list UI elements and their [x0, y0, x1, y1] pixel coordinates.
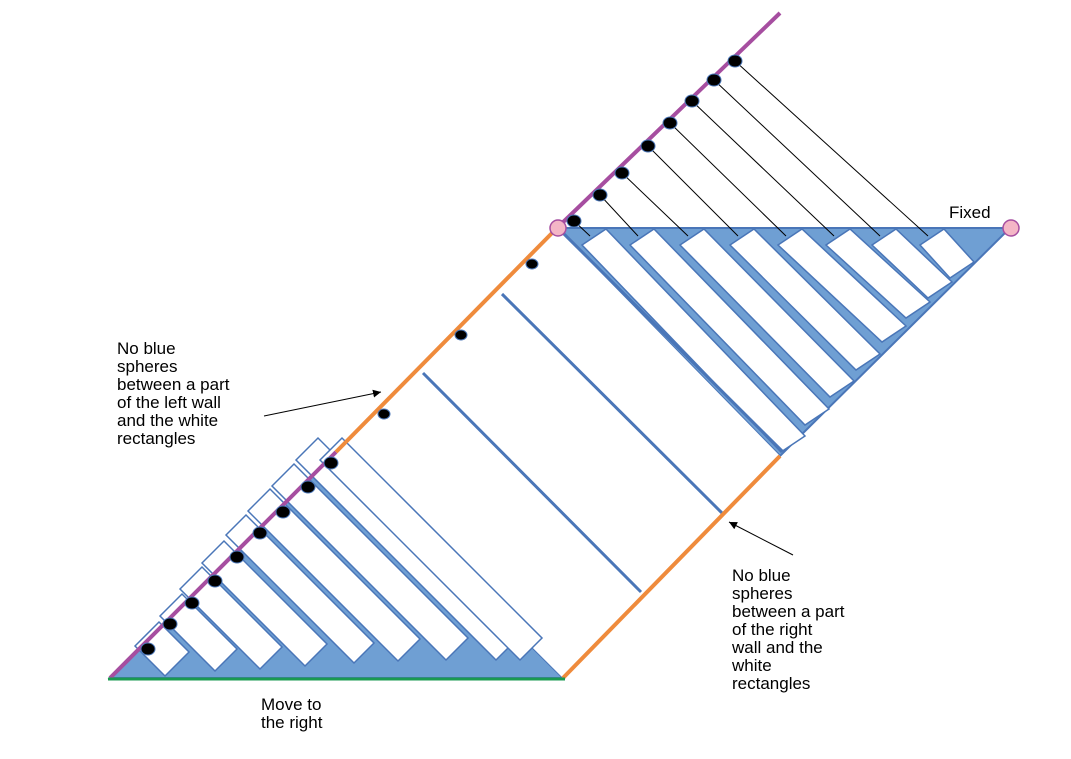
fixed-marker-icon	[549, 219, 567, 237]
left-note-line: No blue	[117, 339, 176, 358]
sphere	[323, 456, 339, 470]
white-rectangle	[178, 565, 284, 671]
right-note-line: between a part	[732, 602, 845, 621]
right-note-line: No blue	[732, 566, 791, 585]
spheres	[140, 54, 743, 656]
white-rectangle	[200, 539, 329, 668]
connector-line	[621, 172, 689, 237]
left-note-line: and the white	[117, 411, 218, 430]
left-note-line: between a part	[117, 375, 230, 394]
orange-left-wall	[334, 226, 559, 454]
left-note-arrow	[263, 389, 382, 417]
connector-line	[691, 100, 835, 237]
sphere-connector-lines	[573, 60, 929, 237]
white-rectangle	[158, 592, 239, 673]
white-rectangle	[318, 436, 544, 662]
white-rectangle	[824, 228, 932, 319]
white-rectangle	[678, 228, 856, 398]
left-note-line: spheres	[117, 357, 177, 376]
white-rectangle	[918, 228, 976, 279]
sphere	[684, 94, 700, 108]
sphere	[252, 526, 268, 540]
sphere	[706, 73, 722, 87]
sphere	[614, 166, 630, 180]
sphere	[229, 550, 245, 564]
sphere	[566, 214, 582, 228]
fixed-markers	[549, 219, 1020, 237]
left-note-line: rectangles	[117, 429, 195, 448]
connector-line	[599, 194, 639, 237]
connector-line	[734, 60, 929, 237]
sphere	[184, 596, 200, 610]
white-rectangle	[628, 228, 831, 426]
connector-line	[647, 145, 739, 237]
white-rectangle	[270, 462, 470, 662]
orange-right-wall	[561, 454, 782, 680]
move-right-label-line1: Move to	[261, 695, 321, 714]
sphere	[162, 617, 178, 631]
white-rectangle	[224, 513, 376, 665]
move-right-label-line2: the right	[261, 713, 323, 732]
left-white-rectangles	[133, 436, 544, 678]
white-rectangle	[728, 228, 882, 371]
left-note-line: of the left wall	[117, 393, 221, 412]
sphere	[640, 139, 656, 153]
connector-line	[669, 122, 787, 237]
right-note-line: rectangles	[732, 674, 810, 693]
sphere	[377, 408, 391, 420]
fixed-label: Fixed	[949, 203, 991, 222]
white-rectangle	[246, 487, 422, 663]
fixed-marker-icon	[1002, 219, 1020, 237]
right-note-line: spheres	[732, 584, 792, 603]
sphere	[454, 329, 468, 341]
sphere	[592, 188, 608, 202]
diagonal-line	[421, 371, 643, 594]
right-note-line: wall and the	[731, 638, 823, 657]
sphere	[300, 480, 316, 494]
sphere	[207, 574, 223, 588]
right-white-rectangles	[580, 228, 976, 453]
connector-line	[713, 79, 881, 237]
purple-left-wall-lower	[108, 450, 338, 680]
sphere	[525, 258, 539, 270]
sphere	[727, 54, 743, 68]
right-note-line: of the right	[732, 620, 813, 639]
diagonal-line	[561, 231, 784, 453]
middle-diagonal-lines	[421, 231, 784, 594]
left-note: No blue spheres between a part of the le…	[117, 339, 230, 448]
right-note: No blue spheres between a part of the ri…	[731, 566, 845, 693]
right-note-line: white	[731, 656, 772, 675]
white-rectangle	[776, 228, 908, 343]
diagonal-line	[500, 292, 724, 515]
white-rectangle	[133, 620, 191, 678]
right-note-arrow	[728, 521, 794, 556]
sphere	[662, 116, 678, 130]
sphere	[275, 505, 291, 519]
white-rectangle	[870, 228, 954, 299]
sphere	[140, 642, 156, 656]
